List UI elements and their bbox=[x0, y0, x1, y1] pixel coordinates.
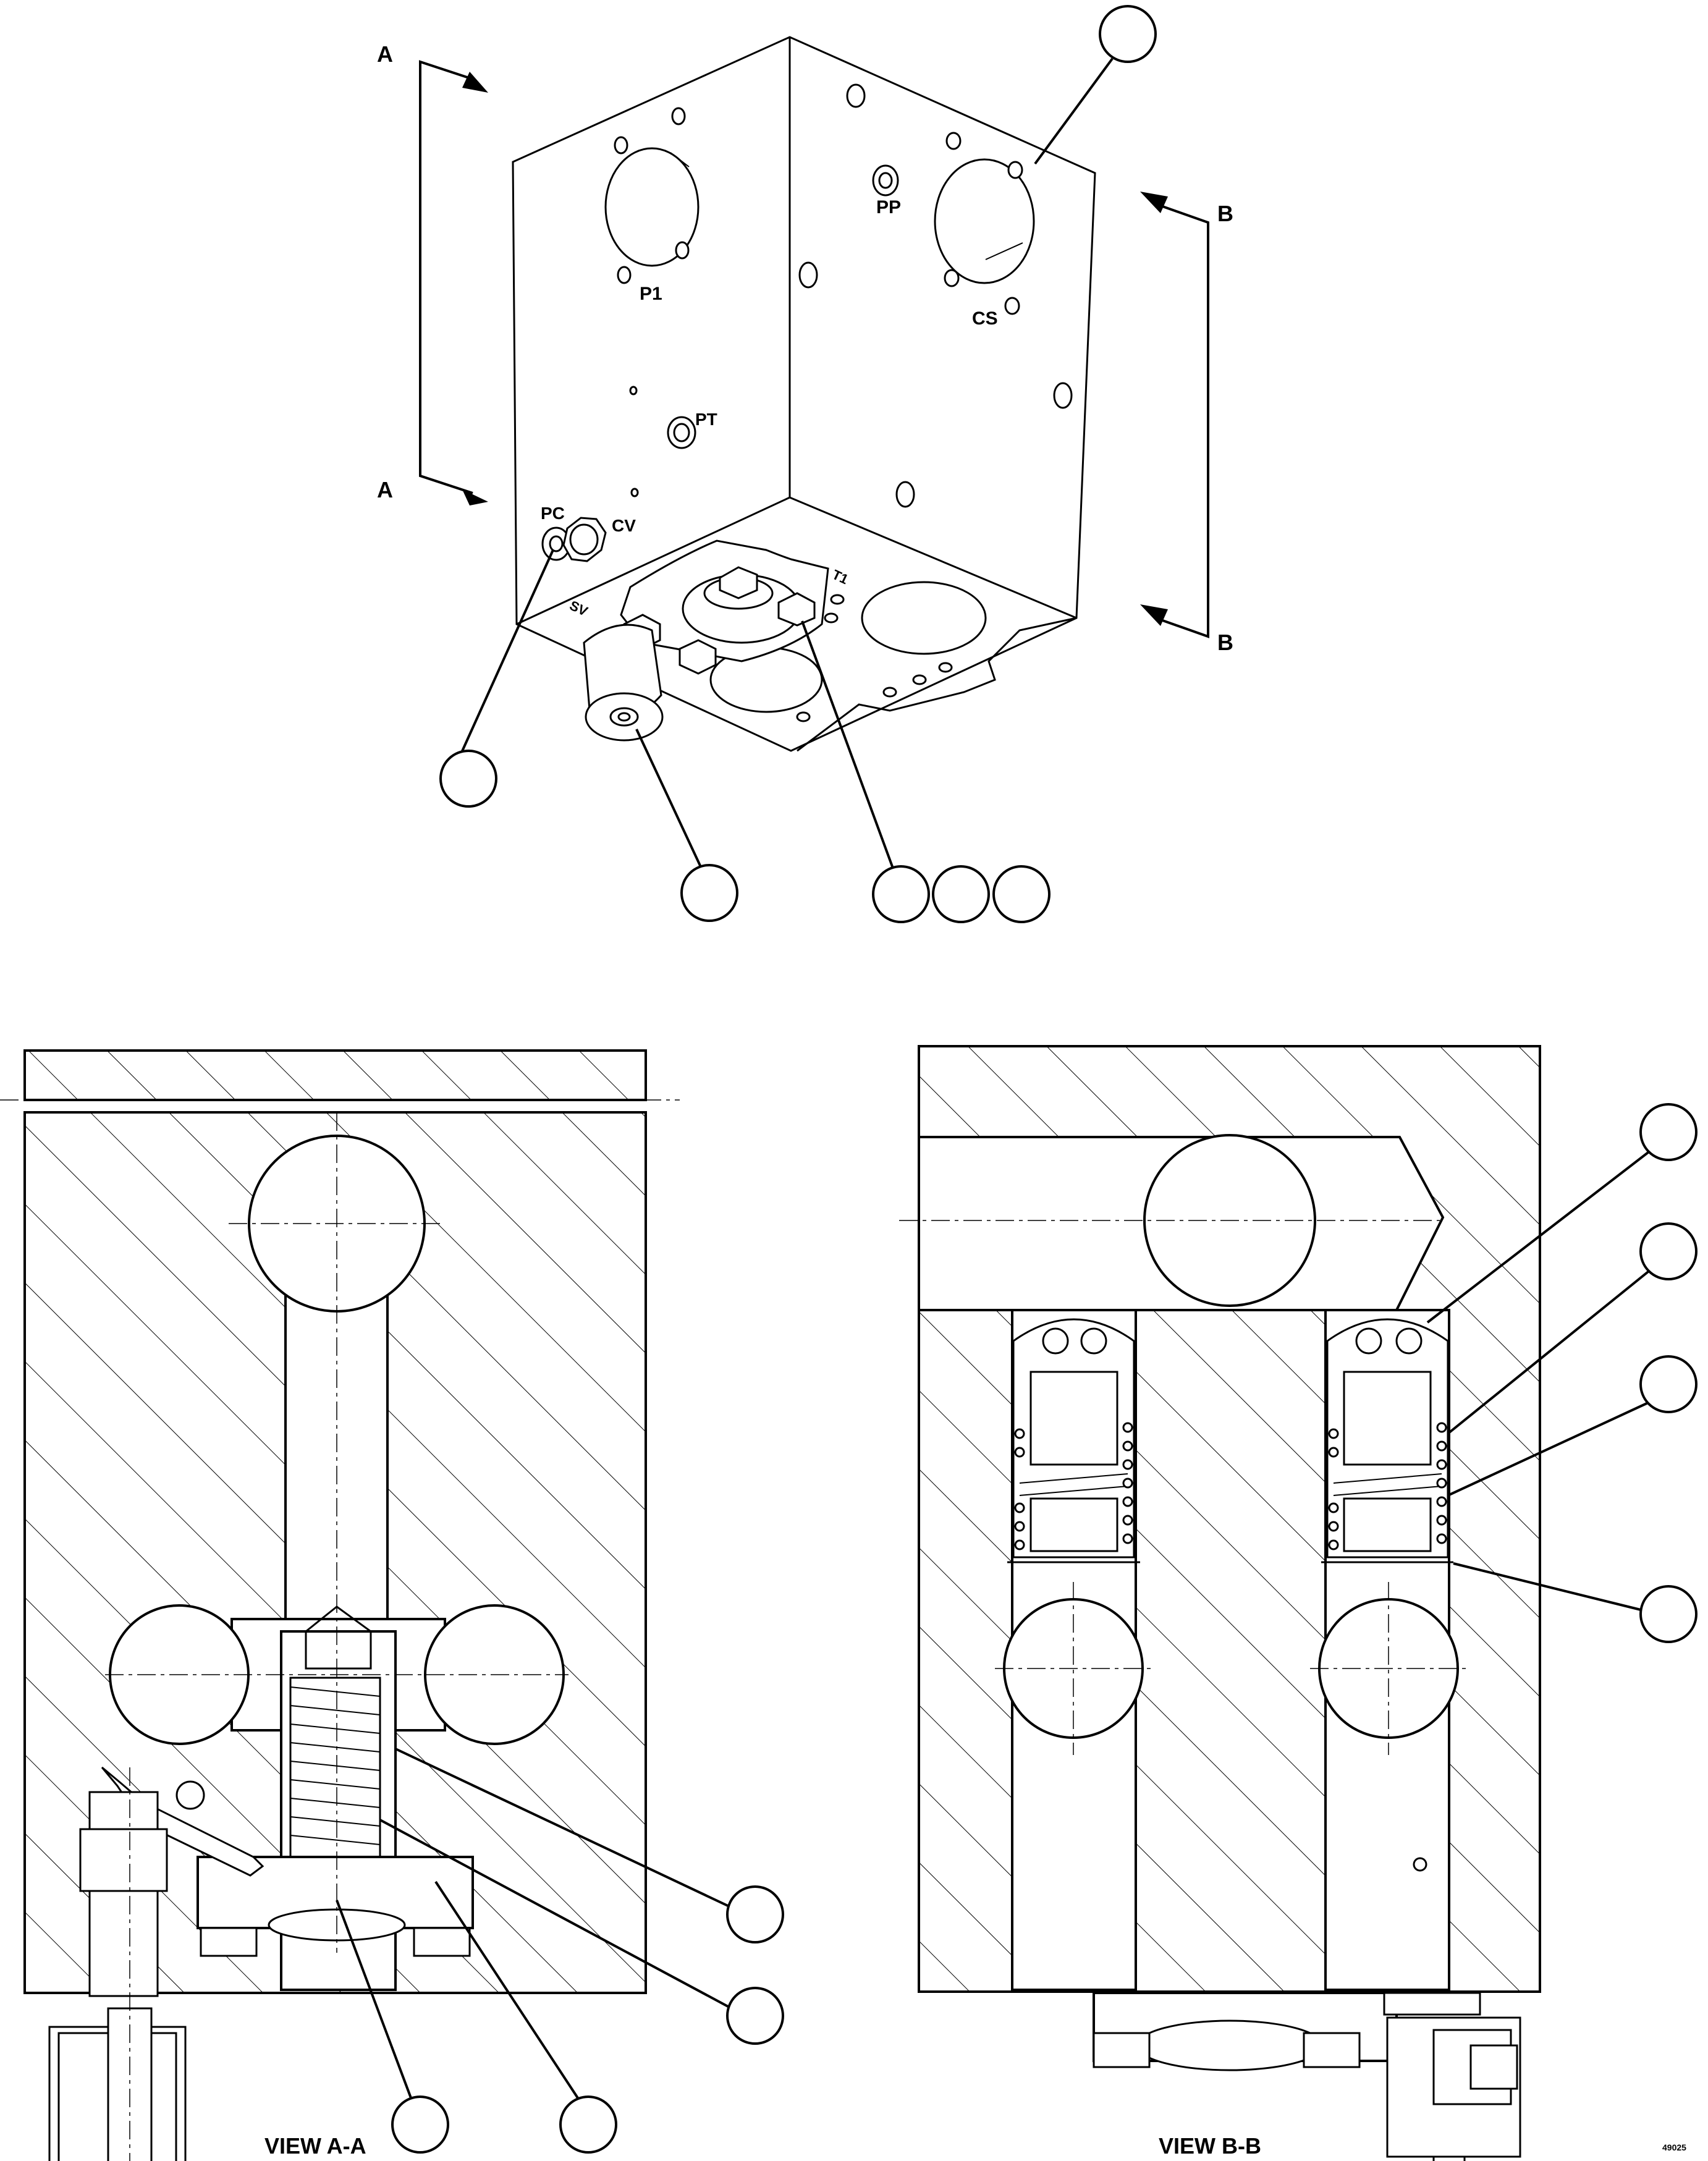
pp-label: PP bbox=[876, 197, 901, 218]
sv-label: SV bbox=[567, 598, 590, 619]
pp-port bbox=[872, 164, 899, 197]
pc-port bbox=[541, 527, 571, 561]
callout-bubble bbox=[992, 865, 1051, 923]
cv-label: CV bbox=[612, 516, 636, 535]
section-a-top-label: A bbox=[377, 41, 393, 67]
leader-line bbox=[1447, 1402, 1649, 1497]
isometric-view: P1 PP CS PT PC CV SV T1 A A B B bbox=[377, 5, 1233, 923]
section-b-bottom-label: B bbox=[1217, 630, 1233, 655]
callout-bubble bbox=[1639, 1103, 1697, 1161]
view-bb-section bbox=[899, 1045, 1697, 2161]
cs-label: CS bbox=[972, 308, 998, 329]
leader-line bbox=[801, 620, 894, 869]
p1-port bbox=[604, 147, 700, 267]
leader-line bbox=[1453, 1562, 1641, 1611]
pt-label: PT bbox=[695, 410, 717, 429]
pt-port bbox=[667, 416, 696, 449]
relief-cartridge-left bbox=[995, 1309, 1156, 1991]
solenoid-valve bbox=[583, 624, 664, 742]
callout-bubble bbox=[1639, 1222, 1697, 1280]
p1-label: P1 bbox=[640, 284, 662, 304]
leader-line bbox=[635, 729, 703, 869]
callout-bubble bbox=[872, 865, 930, 923]
callout-bubble bbox=[439, 750, 497, 808]
section-a-bottom-label: A bbox=[377, 477, 393, 502]
section-b-top-label: B bbox=[1217, 201, 1233, 226]
section-a-marker: A A bbox=[377, 41, 488, 505]
view-bb-caption: VIEW B-B bbox=[1159, 2133, 1261, 2159]
pc-label: PC bbox=[541, 504, 565, 523]
relief-cartridge-right bbox=[1310, 1309, 1471, 1991]
callout-bubble bbox=[1639, 1355, 1697, 1413]
callout-bubble bbox=[1639, 1585, 1697, 1643]
view-aa-caption: VIEW A-A bbox=[264, 2133, 366, 2159]
callout-bubble bbox=[726, 1987, 784, 2045]
leader-line bbox=[1034, 57, 1114, 165]
check-valve-spring bbox=[289, 1677, 381, 1864]
callout-bubble bbox=[1099, 5, 1157, 63]
bottom-face bbox=[709, 581, 987, 722]
cv-plug bbox=[562, 517, 607, 562]
solenoid-cartridge bbox=[48, 1766, 264, 2161]
callout-bubble bbox=[932, 865, 990, 923]
section-b-marker: B B bbox=[1140, 192, 1233, 655]
sheet-number: 49025 bbox=[1662, 2142, 1686, 2152]
leader-line bbox=[434, 1880, 579, 2099]
leader-line bbox=[395, 1748, 730, 1908]
callout-bubble bbox=[559, 2095, 617, 2154]
bolt-holes-left-face bbox=[614, 107, 690, 497]
leader-line bbox=[1447, 1271, 1649, 1435]
leader-line bbox=[1426, 1151, 1649, 1324]
leader-line bbox=[459, 549, 554, 756]
solenoid-cartridge bbox=[1383, 1992, 1521, 2161]
callout-bubble bbox=[391, 2095, 449, 2154]
callout-bubble bbox=[726, 1885, 784, 1943]
leader-line bbox=[379, 1819, 730, 2008]
manifold-block bbox=[512, 36, 1096, 752]
t1-label: T1 bbox=[830, 567, 851, 588]
view-aa-section bbox=[0, 1049, 784, 2161]
cs-port bbox=[934, 158, 1035, 284]
bolt-holes-right-face bbox=[798, 83, 1073, 508]
leader-line bbox=[336, 1900, 412, 2099]
callout-bubble bbox=[680, 864, 738, 922]
